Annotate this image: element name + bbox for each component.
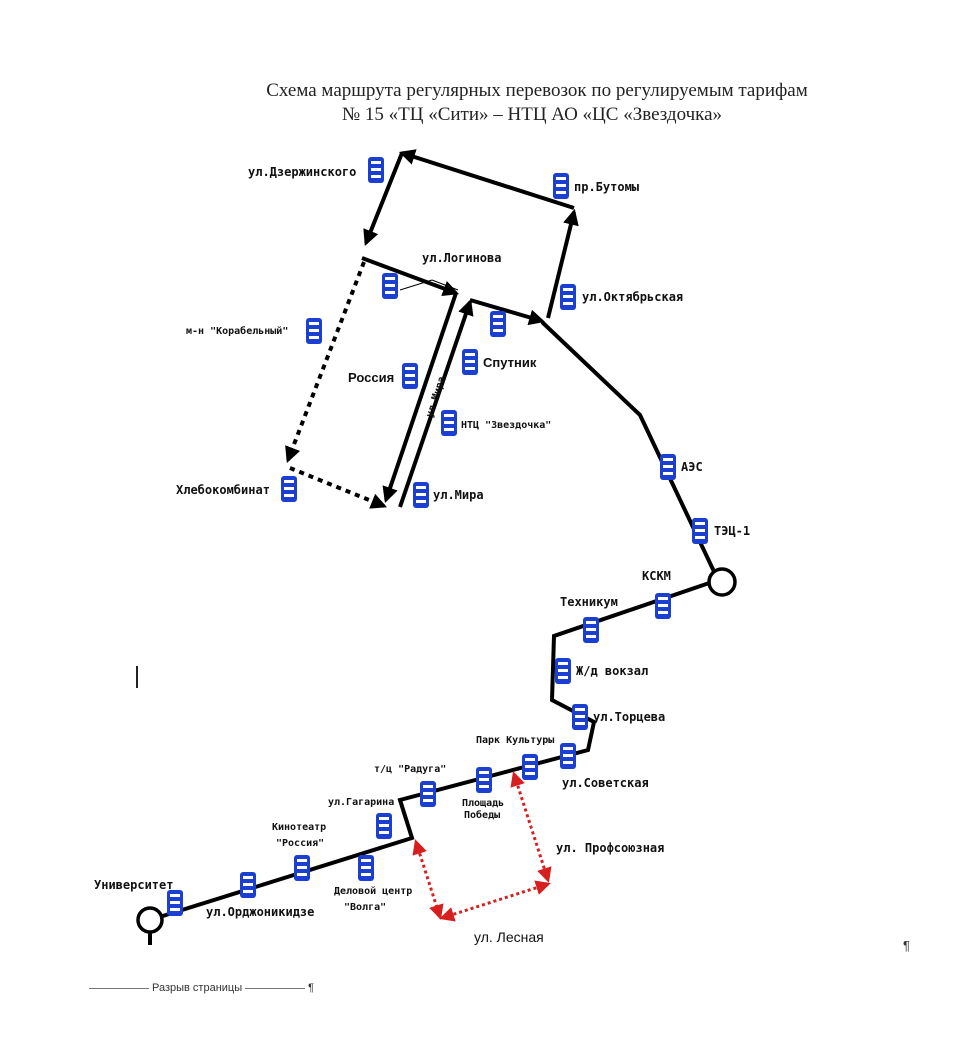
bus-stop-icon [358, 855, 374, 881]
stop-label-tets1: ТЭЦ-1 [714, 524, 750, 538]
stop-label-mira: ул.Мира [433, 488, 484, 502]
bus-stop-icon [306, 318, 322, 344]
stop-label-rossiya-north: Россия [348, 370, 394, 385]
bus-stop-icon [560, 743, 576, 769]
stop-label-ordzhonikidze: ул.Орджоникидзе [206, 905, 314, 919]
bus-stop-icon [476, 767, 492, 793]
street-callout-loginova [399, 279, 459, 291]
bus-stop-icon [240, 872, 256, 898]
bus-stop-icon [441, 410, 457, 436]
bus-stop-icon [555, 658, 571, 684]
terminal-circle-universitet [136, 906, 164, 934]
pilcrow-mark: ¶ [903, 938, 910, 953]
stop-label-oktyabrskaya: ул.Октябрьская [582, 290, 683, 304]
bus-stop-icon [281, 476, 297, 502]
bus-stop-icon [560, 284, 576, 310]
stop-label-gagarina: ул.Гагарина [328, 797, 394, 808]
page-break-dash-left [89, 987, 149, 989]
stop-label-delovoy-1: Деловой центр [334, 885, 412, 897]
stop-label-tekhnikum: Техникум [560, 595, 618, 609]
bus-stop-icon [376, 813, 392, 839]
bus-stop-icon [553, 173, 569, 199]
bus-stop-icon [692, 518, 708, 544]
bus-stop-icon [167, 890, 183, 916]
stop-label-korabelny: м-н "Корабельный" [186, 325, 288, 337]
stop-label-universitet: Университет [94, 878, 173, 892]
street-label-loginova: ул.Логинова [422, 251, 501, 265]
stop-label-ploshchad-2: Победы [464, 809, 500, 821]
stop-label-kinoteatr-2: "Россия" [276, 838, 324, 849]
stop-label-raduga: т/ц "Радуга" [374, 764, 446, 775]
stop-label-khlebokombinat: Хлебокомбинат [176, 483, 270, 497]
stop-label-vokzal: Ж/д вокзал [576, 664, 648, 678]
bus-stop-icon [660, 454, 676, 480]
stop-label-park-kultury: Парк Культуры [476, 735, 554, 746]
bus-stop-icon [368, 157, 384, 183]
bus-stop-icon [294, 855, 310, 881]
bus-stop-icon [462, 349, 478, 375]
bus-stop-icon [382, 273, 398, 299]
stop-label-kskm: КСКМ [642, 569, 671, 583]
bus-stop-icon [572, 704, 588, 730]
stop-label-dzerzhinskogo: ул.Дзержинского [248, 165, 356, 179]
stop-label-aes: АЭС [681, 460, 703, 474]
bus-stop-icons [167, 157, 708, 916]
bus-stop-icon [655, 593, 671, 619]
route-line-lower [148, 578, 719, 945]
stop-label-kinoteatr-1: Кинотеатр [272, 822, 326, 833]
stop-label-sovetskaya: ул.Советская [562, 776, 649, 790]
map-title-line1: Схема маршрута регулярных перевозок по р… [266, 80, 808, 101]
map-title-line2: № 15 «ТЦ «Сити» – НТЦ АО «ЦС «Звездочка» [341, 104, 723, 125]
street-label-profsoyuznaya: ул. Профсоюзная [556, 841, 664, 855]
bus-stop-icon [522, 754, 538, 780]
route-line-dashed-alt [285, 261, 387, 509]
bus-stop-icon [583, 617, 599, 643]
stop-label-delovoy-2: "Волга" [344, 902, 386, 913]
page-break-label: Разрыв страницы [152, 982, 243, 994]
bus-stop-icon [413, 482, 429, 508]
stop-label-tortseva: ул.Торцева [593, 710, 665, 724]
stop-label-butomy: пр.Бутомы [574, 180, 640, 194]
terminal-circle-kskm [707, 567, 737, 597]
page-break-dash-right [245, 987, 306, 989]
stop-label-sputnik: Спутник [483, 355, 537, 370]
stop-label-ploshchad-1: Площадь [462, 798, 504, 809]
route-line-detour [412, 771, 552, 922]
bus-stop-icon [490, 311, 506, 337]
text-cursor [136, 666, 138, 688]
street-label-lesnaya: ул. Лесная [474, 929, 544, 945]
bus-stop-icon [402, 363, 418, 389]
stop-label-ntc-zvezdochka: НТЦ "Звездочка" [461, 420, 551, 431]
page-break-marker: Разрыв страницы ¶ [86, 982, 314, 994]
page-break-pilcrow: ¶ [308, 982, 315, 994]
bus-stop-icon [420, 781, 436, 807]
